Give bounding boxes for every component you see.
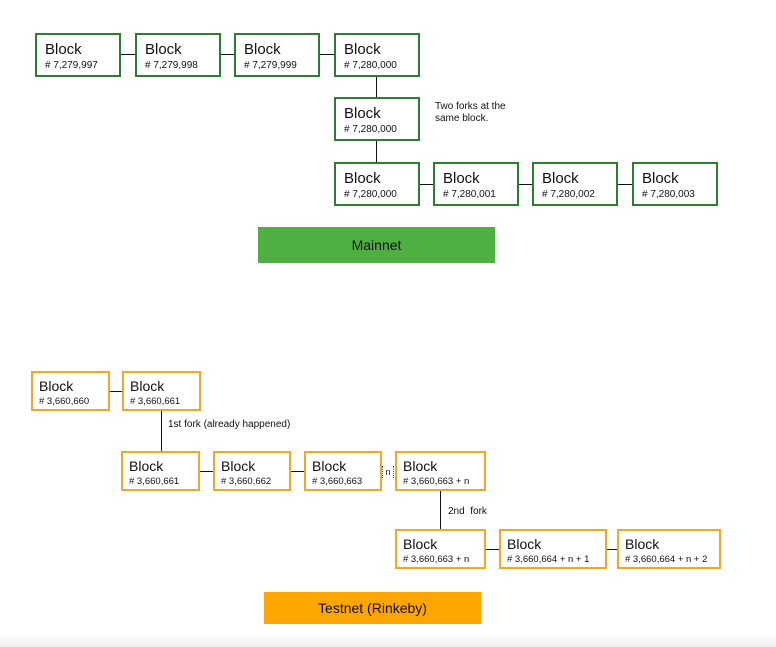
mainnet-fork-chain-connector	[419, 184, 433, 185]
block-number: # 7,280,002	[542, 189, 595, 200]
block-title: Block	[129, 458, 164, 474]
block-number: # 7,280,001	[443, 189, 496, 200]
block-title: Block	[625, 536, 660, 552]
testnet-block: Block # 3,660,661	[122, 371, 201, 411]
mainnet-fork-chain-connector	[617, 184, 632, 185]
block-title: Block	[344, 170, 381, 187]
testnet-fork-chain-connector	[199, 471, 213, 472]
testnet-fork-chain-block: Block # 3,660,663	[304, 451, 382, 491]
mainnet-fork-connector	[376, 141, 377, 162]
mainnet-fork-chain-block: Block # 7,280,003	[632, 162, 718, 206]
testnet-label: Testnet (Rinkeby)	[264, 592, 481, 624]
block-title: Block	[443, 170, 480, 187]
gap-marker: n	[382, 466, 394, 478]
block-title: Block	[221, 458, 256, 474]
block-title: Block	[344, 41, 381, 58]
block-title: Block	[344, 105, 381, 122]
testnet-connector	[109, 391, 122, 392]
block-number: # 7,280,003	[642, 189, 695, 200]
gap-marker-label: n	[385, 467, 391, 477]
mainnet-connector	[319, 54, 334, 55]
mainnet-block: Block # 7,279,998	[135, 33, 221, 77]
block-number: # 3,660,662	[221, 476, 272, 487]
block-title: Block	[642, 170, 679, 187]
mainnet-connector	[220, 54, 234, 55]
block-title: Block	[403, 458, 438, 474]
block-number: # 7,279,997	[45, 60, 98, 71]
block-title: Block	[403, 536, 438, 552]
testnet-fork-chain-block: Block # 3,660,662	[213, 451, 291, 491]
mainnet-fork-chain-connector	[518, 184, 532, 185]
mainnet-fork-chain-block: Block # 7,280,002	[532, 162, 618, 206]
mainnet-connector	[120, 54, 135, 55]
block-number: # 3,660,663 + n	[403, 476, 470, 487]
mainnet-block: Block # 7,279,999	[234, 33, 320, 77]
second-fork-note: 2nd fork	[448, 506, 487, 517]
block-number: # 3,660,660	[39, 396, 90, 407]
testnet-second-fork-chain-connector	[606, 549, 617, 550]
mainnet-fork-chain-block: Block # 7,280,001	[433, 162, 519, 206]
first-fork-note: 1st fork (already happened)	[168, 419, 291, 430]
block-title: Block	[130, 378, 165, 394]
testnet-second-fork-chain-block: Block # 3,660,664 + n + 1	[499, 529, 607, 569]
block-title: Block	[542, 170, 579, 187]
block-title: Block	[244, 41, 281, 58]
block-title: Block	[45, 41, 82, 58]
block-number: # 7,280,000	[344, 189, 397, 200]
block-number: # 3,660,664 + n + 1	[507, 554, 590, 565]
testnet-second-fork-chain-block: Block # 3,660,664 + n + 2	[617, 529, 721, 569]
testnet-second-fork-chain-connector	[485, 549, 499, 550]
fork-note-line: Two forks at the	[435, 101, 506, 112]
fork-note-line: same block.	[435, 113, 489, 124]
block-title: Block	[145, 41, 182, 58]
block-number: # 7,280,000	[344, 60, 397, 71]
block-number: # 7,279,999	[244, 60, 297, 71]
mainnet-block: Block # 7,280,000	[334, 33, 420, 77]
block-number: # 7,280,000	[344, 124, 397, 135]
bottom-edge	[0, 633, 776, 647]
testnet-fork-chain-block: Block # 3,660,663 + n	[395, 451, 486, 491]
block-number: # 3,660,664 + n + 2	[625, 554, 708, 565]
block-number: # 3,660,663 + n	[403, 554, 470, 565]
block-title: Block	[39, 378, 74, 394]
testnet-second-fork-connector	[440, 491, 441, 529]
block-number: # 7,279,998	[145, 60, 198, 71]
block-title: Block	[507, 536, 542, 552]
block-number: # 3,660,661	[129, 476, 180, 487]
fork-note: Two forks at the same block.	[435, 101, 506, 125]
block-number: # 3,660,663	[312, 476, 363, 487]
mainnet-fork-chain-block: Block # 7,280,000	[334, 162, 420, 206]
testnet-block: Block # 3,660,660	[31, 371, 110, 411]
block-number: # 3,660,661	[130, 396, 181, 407]
testnet-fork-chain-block: Block # 3,660,661	[121, 451, 200, 491]
testnet-second-fork-chain-block: Block # 3,660,663 + n	[395, 529, 486, 569]
testnet-fork-chain-connector	[290, 471, 304, 472]
mainnet-label: Mainnet	[258, 227, 495, 263]
mainnet-fork-connector	[376, 77, 377, 97]
testnet-fork-connector	[161, 411, 162, 451]
block-title: Block	[312, 458, 347, 474]
mainnet-fork-block: Block # 7,280,000	[334, 97, 420, 141]
mainnet-block: Block # 7,279,997	[35, 33, 121, 77]
